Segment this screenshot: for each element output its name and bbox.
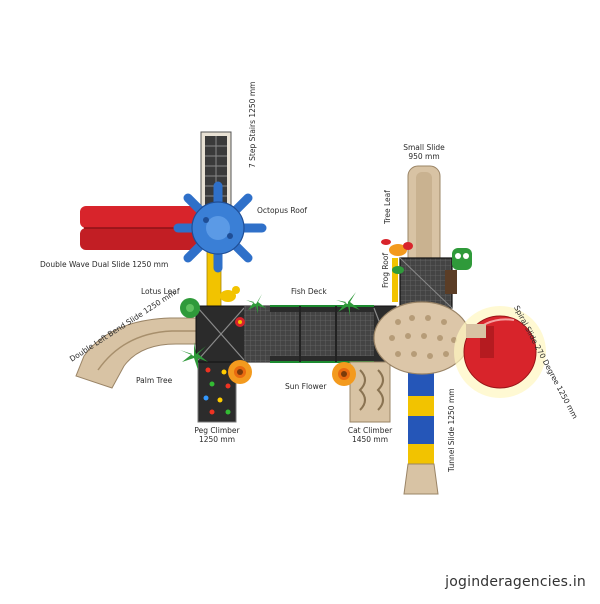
label-seven-step-stairs: 7 Step Stairs 1250 mm (248, 81, 257, 168)
label-tree-leaf: Tree Leaf (383, 190, 392, 224)
double-left-bend-slide (75, 317, 201, 389)
red-flower (235, 317, 245, 327)
small-slide-name: Small Slide (403, 143, 445, 152)
tunnel-slide (403, 360, 439, 495)
duck (220, 286, 240, 302)
fish-deck (195, 305, 397, 363)
label-sun-flower: Sun Flower (285, 382, 327, 391)
sun-flower (228, 360, 356, 386)
octopus-roof (173, 181, 267, 273)
label-peg-climber: Peg Climber 1250 mm (190, 426, 244, 444)
lotus-leaf (180, 298, 200, 318)
spiral-slide (454, 306, 546, 398)
cat-climber (349, 361, 391, 423)
stairs (200, 131, 232, 215)
peg-climber-size: 1250 mm (198, 435, 236, 444)
label-double-wave-dual-slide: Double Wave Dual Slide 1250 mm (40, 260, 169, 269)
label-palm-tree: Palm Tree (136, 376, 173, 385)
peg-climber-name: Peg Climber (194, 426, 240, 435)
label-cat-climber: Cat Climber 1450 mm (342, 426, 398, 444)
small-slide-size: 950 mm (408, 152, 440, 161)
watermark: joginderagencies.in (445, 574, 586, 590)
label-small-slide: Small Slide 950 mm (398, 143, 450, 161)
cat-climber-name: Cat Climber (347, 426, 393, 435)
palm-tree (180, 292, 360, 370)
label-tunnel-slide: Tunnel Slide 1250 mm (447, 388, 456, 472)
tree-leaf (381, 239, 413, 302)
label-frog-roof: Frog Roof (381, 252, 390, 288)
label-fish-deck: Fish Deck (291, 287, 327, 296)
cat-climber-size: 1450 mm (351, 435, 389, 444)
label-octopus-roof: Octopus Roof (257, 206, 308, 215)
label-lotus-leaf: Lotus Leaf (141, 287, 180, 296)
frog-roof (399, 248, 472, 309)
dome-roof (373, 301, 471, 375)
